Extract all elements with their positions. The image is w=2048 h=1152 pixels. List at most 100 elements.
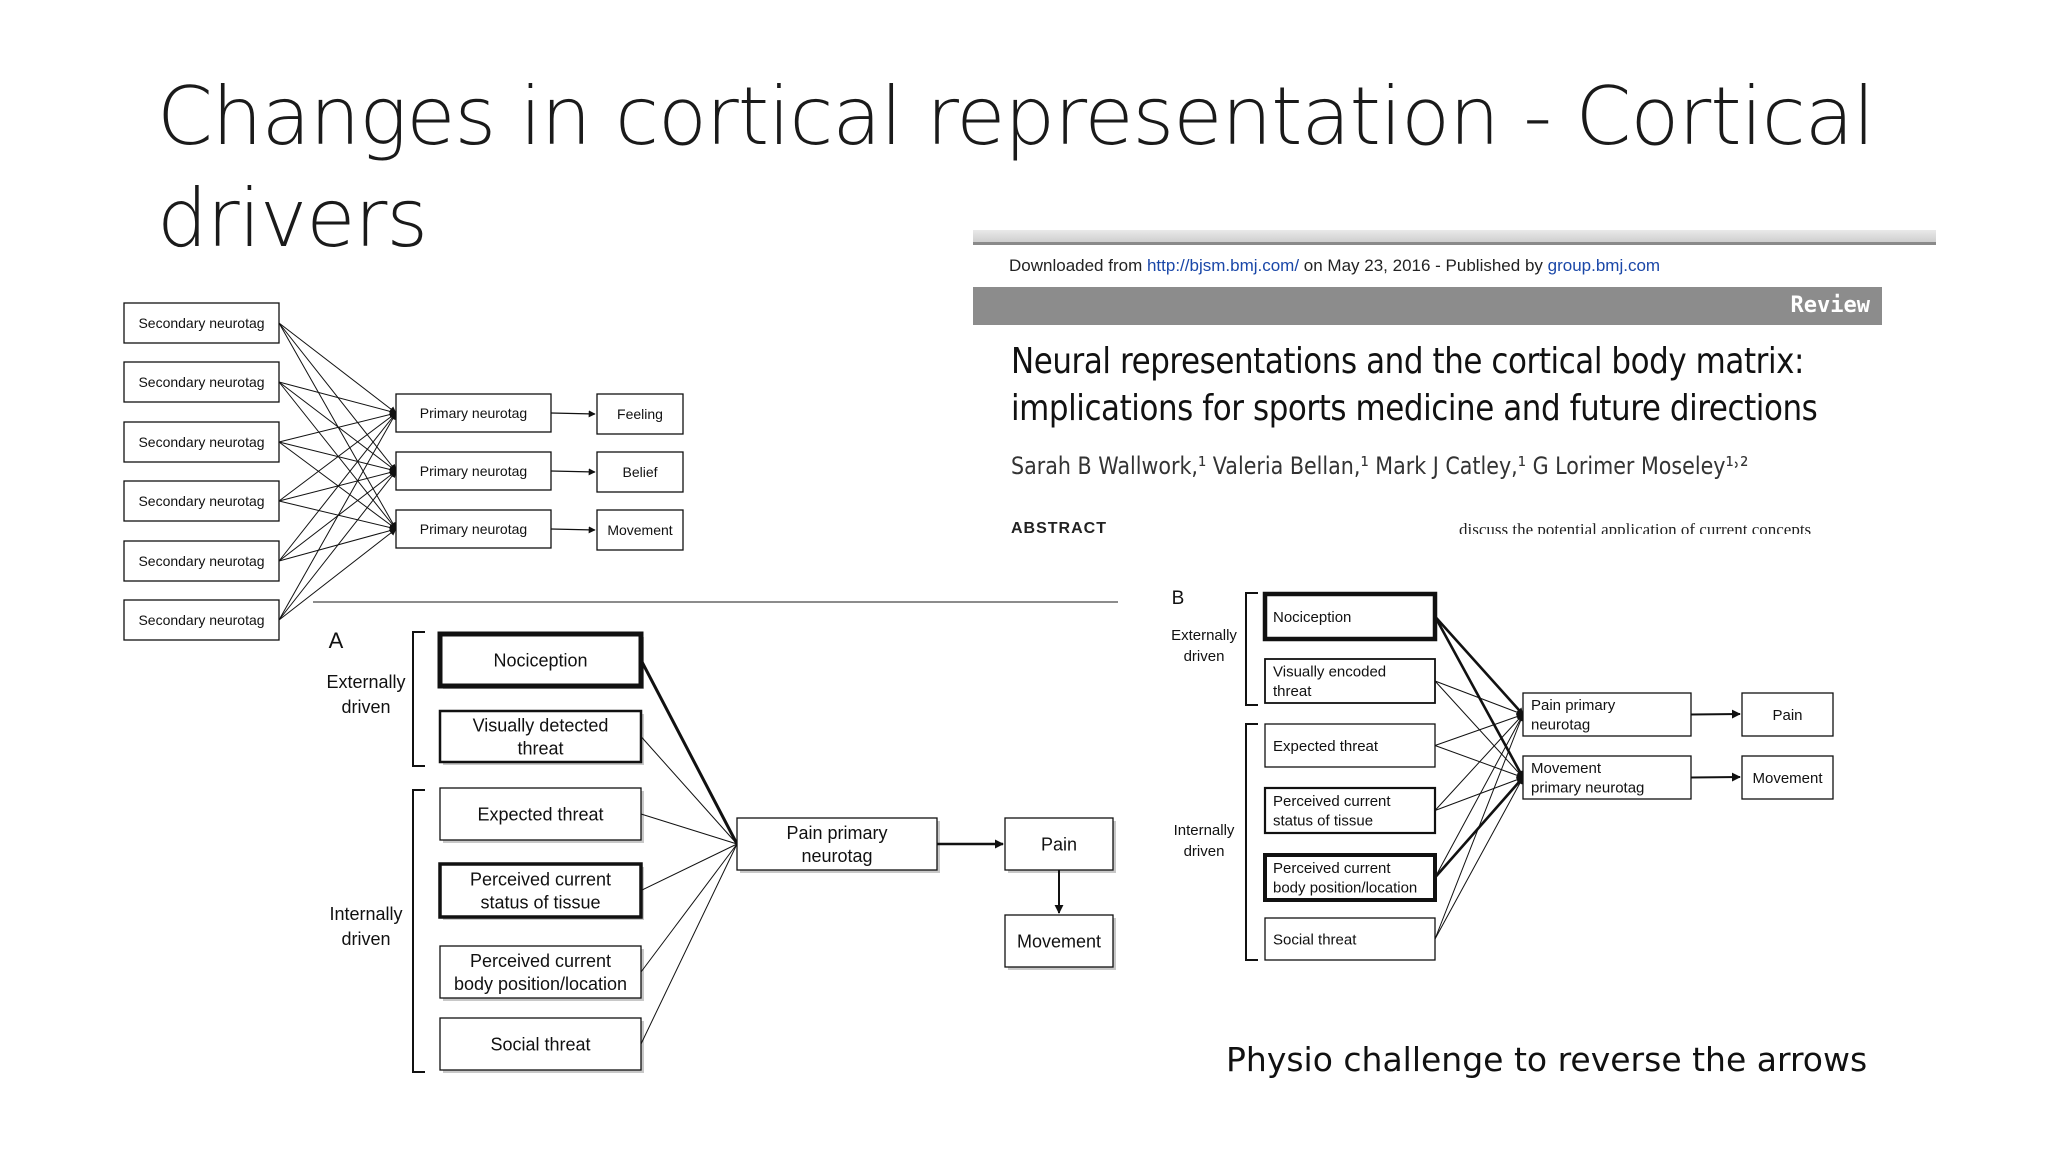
figure-b-hub-to-output-2 [1690, 772, 1741, 782]
figure-a-internal-label-2: driven [341, 929, 390, 949]
figure-a-input-link-4 [640, 843, 738, 891]
primary-neurotag-2-frame [395, 451, 552, 491]
figure-b-input-5-frame [1263, 853, 1437, 902]
figure-a-input-link-6 [640, 843, 738, 1045]
secondary-neurotag-2-label: Secondary neurotag [138, 374, 264, 390]
primary-neurotag-3: Primary neurotag [395, 509, 552, 549]
figure-b-hub-to-output-1 [1690, 709, 1741, 719]
figure-b-input-5-label: Perceived current [1273, 860, 1391, 877]
figure-a-movement-label: Movement [1017, 931, 1101, 951]
figure-b-output-movement-frame [1741, 755, 1834, 800]
figure-b-input-3: Expected threat [1264, 723, 1436, 768]
figure-b-output-pain: Pain [1741, 692, 1834, 737]
slide-title: Changes in cortical representation - Cor… [157, 66, 1875, 270]
figure-a-input-6-frame [439, 1017, 642, 1071]
figure-a-hub-label: Pain primary [786, 823, 887, 843]
neurotag-link-4-3 [278, 500, 397, 531]
figure-a-input-1: Nociception [437, 631, 644, 689]
neurotag-link-2-1 [278, 381, 397, 415]
secondary-neurotag-1-frame [123, 302, 280, 344]
abstract-heading: ABSTRACT [1011, 520, 1107, 534]
figure-b-link-5-1 [1434, 713, 1524, 878]
secondary-neurotag-3-label: Secondary neurotag [138, 434, 264, 450]
secondary-neurotag-6-label: Secondary neurotag [138, 612, 264, 628]
figure-b-input-6-label: Social threat [1273, 931, 1357, 948]
figure-b: BExternallydrivenInternallydrivenNocicep… [1171, 588, 1834, 961]
figure-a-input-1-frame [437, 631, 644, 689]
publisher-link[interactable]: group.bmj.com [1547, 256, 1661, 275]
primary-neurotag-1: Primary neurotag [395, 393, 552, 433]
paper-title-line-2: implications for sports medicine and fut… [1011, 388, 1818, 429]
figure-b-output-pain-label: Pain [1772, 707, 1802, 724]
figure-b-link-6-1 [1434, 713, 1524, 940]
output-movement-frame [596, 509, 684, 551]
figure-a-hub-label: neurotag [801, 846, 872, 866]
output-feeling: Feeling [596, 393, 684, 435]
figure-a-internal-bracket [412, 789, 425, 1073]
figure-a-input-4-label: status of tissue [480, 893, 600, 913]
figure-a-input-6-label: Social threat [490, 1034, 590, 1054]
figure-b-hub-2-label: Movement [1531, 760, 1602, 777]
paper-title-line-1: Neural representations and the cortical … [1011, 341, 1805, 382]
figure-b-input-1-label: Nociception [1273, 609, 1351, 626]
figure-b-external-label-2: driven [1184, 648, 1225, 665]
figure-b-input-4-label: status of tissue [1273, 813, 1373, 830]
figure-b-internal-label-1: Internally [1174, 822, 1235, 839]
figure-a-hub-frame [736, 817, 938, 871]
neurotag-link-2-2 [278, 381, 397, 472]
figure-b-input-3-frame [1264, 723, 1436, 768]
figure-b-hub-1-frame [1522, 692, 1692, 737]
figure-a-hub: Pain primary neurotag [736, 817, 940, 873]
paper-title: Neural representations and the cortical … [1011, 338, 1818, 432]
secondary-neurotag-5-label: Secondary neurotag [138, 553, 264, 569]
figure-b-link-1-2 [1433, 615, 1525, 779]
figure-a-internal-label-1: Internally [329, 904, 402, 924]
figure-b-link-2-1 [1434, 680, 1524, 716]
figure-b-internal-bracket [1245, 723, 1258, 961]
figure-a-panel-label: A [329, 628, 344, 653]
figure-a-input-2-label: threat [517, 739, 563, 759]
figure-b-link-1-1 [1434, 615, 1524, 716]
figure-b-link-4-1 [1434, 713, 1524, 811]
figure-a-movement-frame [1004, 914, 1114, 968]
neurotag-link-2-3 [278, 381, 397, 530]
figure-a-input-5-label: body position/location [454, 974, 627, 994]
figure-b-output-movement: Movement [1741, 755, 1834, 800]
figure-b-hub-1-label: neurotag [1531, 717, 1590, 734]
figure-b-hub-2-label: primary neurotag [1531, 780, 1644, 797]
figure-b-output-pain-frame [1741, 692, 1834, 737]
figure-b-link-3-1 [1434, 713, 1524, 746]
primary-neurotag-2: Primary neurotag [395, 451, 552, 491]
output-belief: Belief [596, 451, 684, 493]
primary-neurotag-1-frame [395, 393, 552, 433]
figure-a-input-link-1 [639, 659, 739, 845]
figure-b-hub-2-frame [1522, 755, 1692, 800]
secondary-neurotag-6: Secondary neurotag [123, 599, 280, 641]
neurotag-link-6-1 [278, 412, 397, 621]
primary-neurotag-3-label: Primary neurotag [420, 521, 527, 537]
figure-b-input-1-frame [1262, 591, 1438, 642]
figure-b-panel-label: B [1172, 588, 1185, 609]
figure-b-link-6-2 [1434, 776, 1524, 940]
secondary-neurotag-2: Secondary neurotag [123, 361, 280, 403]
figure-a-input-1-label: Nociception [493, 650, 587, 670]
figure-b-hub-1-label: Pain primary [1531, 697, 1616, 714]
neurotag-link-4-1 [278, 412, 397, 502]
figure-a-input-3-frame [439, 787, 642, 841]
output-belief-frame [596, 451, 684, 493]
figure-a-input-4-label: Perceived current [470, 869, 611, 889]
figure-a-pain-label: Pain [1041, 834, 1077, 854]
figure-a: AExternallydrivenInternallydrivenNocicep… [326, 628, 1116, 1073]
figure-b-input-1: Nociception [1262, 591, 1438, 642]
primary-to-output-3 [550, 526, 596, 534]
journal-link[interactable]: http://bjsm.bmj.com/ [1146, 256, 1300, 275]
secondary-neurotag-1-label: Secondary neurotag [138, 315, 264, 331]
output-feeling-label: Feeling [617, 406, 663, 422]
figure-b-link-4-2 [1434, 776, 1524, 811]
figure-b-hub-2: Movement primary neurotag [1522, 755, 1692, 800]
paper-authors: Sarah B Wallwork,¹ Valeria Bellan,¹ Mark… [1011, 452, 1749, 480]
